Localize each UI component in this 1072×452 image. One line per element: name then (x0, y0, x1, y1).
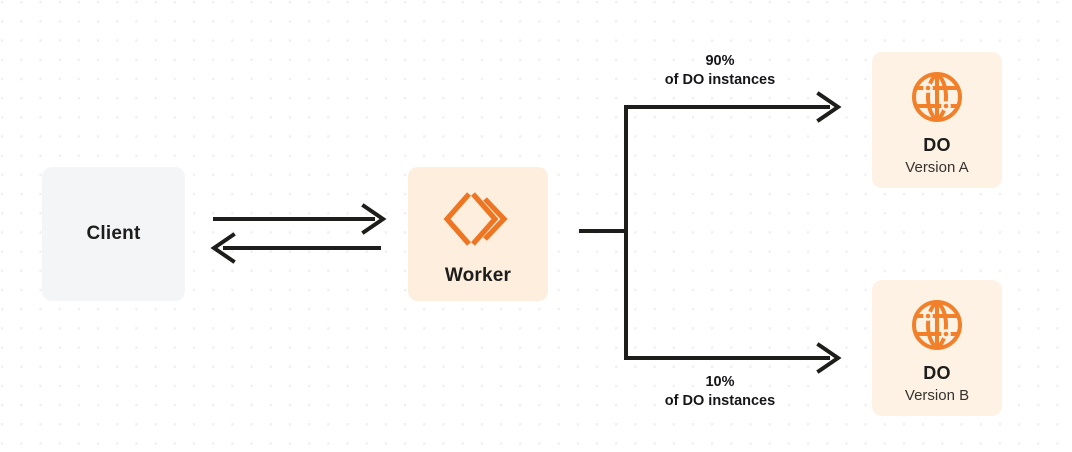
arrow-worker-to-do-b (624, 342, 842, 374)
node-do-version-a[interactable]: DO Version A (872, 52, 1002, 188)
node-worker[interactable]: Worker (408, 167, 548, 301)
node-do-version-b[interactable]: DO Version B (872, 280, 1002, 416)
edge-label-do-a-percent: 90% (705, 53, 735, 69)
edge-label-do-a: 90% of DO instances (590, 52, 850, 89)
edge-label-do-b-percent: 10% (705, 374, 735, 390)
cloudflare-workers-icon (443, 191, 513, 247)
edge-label-do-a-description: of DO instances (664, 71, 776, 88)
branch-trunk (579, 105, 628, 360)
durable-object-globe-icon (910, 70, 964, 124)
node-do-a-label: DO (923, 135, 951, 155)
arrow-client-to-worker (213, 203, 387, 235)
arrow-worker-to-client (210, 232, 381, 264)
node-client-label: Client (86, 223, 141, 244)
node-do-a-sublabel: Version A (905, 159, 969, 176)
node-client[interactable]: Client (42, 167, 185, 301)
arrow-worker-to-do-a (624, 91, 842, 123)
node-do-b-sublabel: Version B (904, 387, 970, 404)
edge-label-do-b-description: of DO instances (664, 392, 776, 409)
node-worker-label: Worker (444, 265, 512, 286)
node-do-b-label: DO (923, 363, 951, 383)
durable-object-globe-icon (910, 298, 964, 352)
edge-label-do-b: 10% of DO instances (590, 373, 850, 410)
